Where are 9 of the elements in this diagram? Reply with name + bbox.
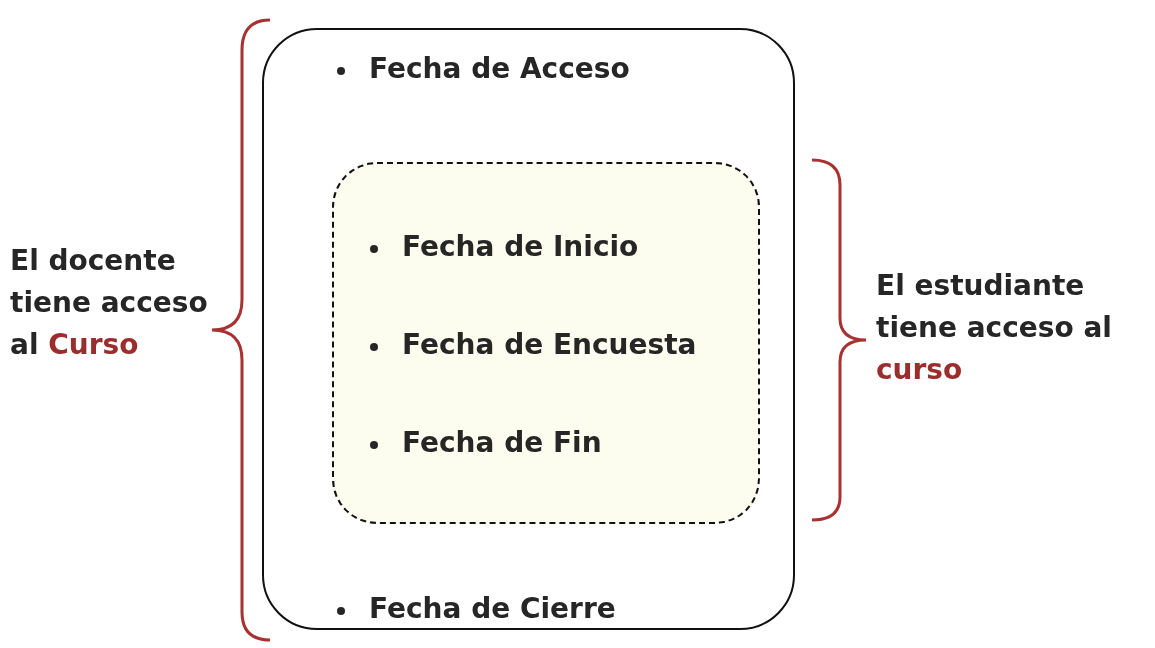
list-item: Fecha de Encuesta	[402, 328, 697, 361]
list-item: Fecha de Cierre	[369, 592, 616, 625]
rounded-box	[262, 28, 795, 630]
list-item: Fecha de Acceso	[369, 52, 630, 85]
list-item: Fecha de Fin	[402, 426, 602, 459]
annotation-text: El docente tiene acceso al Curso	[10, 243, 209, 363]
annotation-text: El estudiante tiene acceso al curso	[876, 268, 1113, 388]
dashed-box	[332, 162, 760, 524]
list-item: Fecha de Inicio	[402, 230, 639, 263]
